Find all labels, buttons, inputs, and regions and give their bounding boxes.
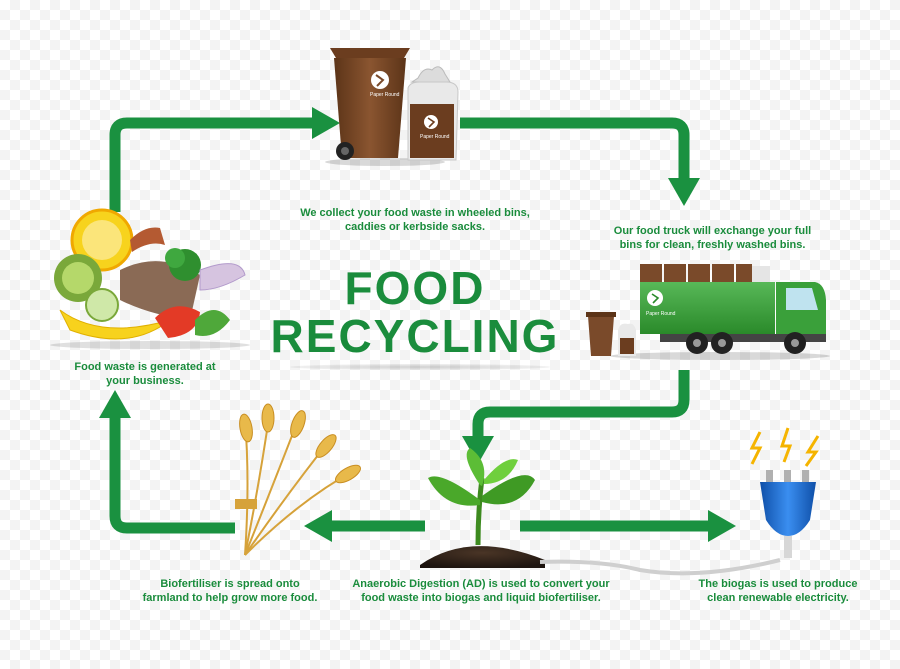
arrowhead-down-center	[462, 436, 494, 464]
caption-collect: We collect your food waste in wheeled bi…	[300, 207, 530, 233]
arrow-truck-to-ad	[472, 370, 690, 438]
caption-biofertiliser: Biofertiliser is spread onto farmland to…	[142, 578, 318, 604]
caption-generated: Food waste is generated at your business…	[74, 361, 216, 387]
arrowhead-down-right	[668, 178, 700, 206]
arrowhead-left-bottom	[304, 510, 332, 542]
title-line-recycling: RECYCLING	[270, 310, 560, 362]
sack-logo-text: Paper Round	[420, 134, 450, 140]
wheat-icon	[235, 403, 361, 556]
electric-plug-icon	[749, 427, 820, 558]
truck-logo-text: Paper Round	[646, 311, 676, 317]
title-line-food: FOOD	[344, 262, 486, 314]
kerbside-sack-icon: Paper Round	[407, 66, 459, 161]
caption-digestion: Anaerobic Digestion (AD) is used to conv…	[352, 578, 610, 604]
title-shadow	[290, 364, 550, 370]
arrowhead-right-top	[312, 107, 340, 139]
caption-exchange: Our food truck will exchange your full b…	[613, 225, 812, 251]
arrow-biofertiliser-to-food	[109, 412, 235, 534]
arrow-heads	[99, 107, 736, 542]
arrowhead-up-left	[99, 390, 131, 418]
food-waste-icon	[50, 208, 250, 349]
flow-arrows	[109, 117, 712, 534]
caption-biogas: The biogas is used to produce clean rene…	[698, 578, 858, 604]
bin-logo-text: Paper Round	[370, 92, 400, 98]
arrow-food-to-collect	[109, 117, 318, 212]
seedling-icon	[420, 448, 781, 576]
arrow-collect-to-truck	[460, 117, 690, 180]
arrowhead-right-bottom	[708, 510, 736, 542]
food-truck-icon: Paper Round	[586, 264, 830, 360]
